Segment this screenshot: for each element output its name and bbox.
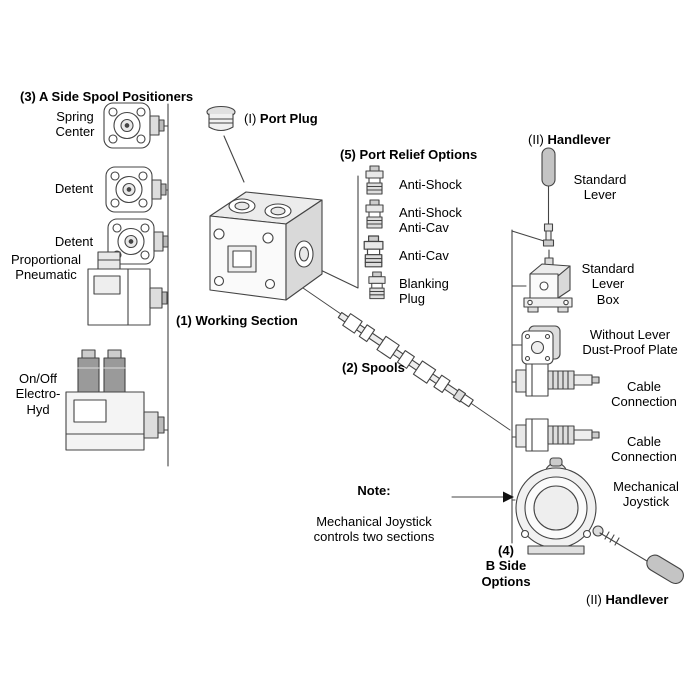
label-spring-center: Spring Center [55, 109, 95, 140]
onoff-electro-hyd-drawing [65, 349, 165, 451]
label-cable-connection-1: Cable Connection [611, 379, 677, 410]
a-side-bracket-line [157, 103, 169, 467]
port-plug-name: Port Plug [259, 111, 318, 126]
label-mechanical-joystick: Mechanical Joystick [613, 479, 679, 510]
port-plug-prefix: (I) [244, 111, 257, 126]
spring-center-drawing [103, 102, 165, 149]
relief-header: (5) Port Relief Options [340, 147, 478, 162]
mechanical-joystick-drawing [515, 457, 604, 555]
proportional-pneumatic-drawing [87, 251, 168, 326]
label-detent-1: Detent [54, 181, 94, 196]
label-handlever-bottom: (II) Handlever [586, 592, 668, 607]
label-handlever-top: (II) Handlever [528, 132, 610, 147]
handlever-top-name: Handlever [547, 132, 611, 147]
detent-1-drawing [105, 166, 167, 213]
label-onoff-electro-hyd: On/Off Electro- Hyd [15, 371, 61, 417]
label-without-lever-plate: Without Lever Dust-Proof Plate [582, 327, 678, 358]
note-body: Mechanical Joystick controls two section… [313, 513, 435, 545]
label-proportional-pneumatic: Proportional Pneumatic [10, 252, 82, 283]
label-standard-lever: Standard Lever [573, 172, 627, 203]
label-anti-shock-anti-cav: Anti-Shock Anti-Cav [399, 205, 462, 236]
relief-bracket-line [307, 175, 359, 289]
standard-lever-box-drawing [523, 249, 573, 313]
label-detent-2: Detent [54, 234, 94, 249]
label-spools: (2) Spools [342, 360, 405, 375]
handlever-bottom-prefix: (II) [586, 592, 602, 607]
anti-shock-cartridge-drawing [365, 165, 384, 195]
note-arrow [451, 491, 514, 503]
anti-shock-anti-cav-cartridge-drawing [365, 199, 384, 229]
dust-proof-plate-drawing [521, 325, 561, 365]
anti-cav-cartridge-drawing [363, 235, 384, 268]
port-plug-drawing [206, 105, 236, 132]
label-port-plug: (I) Port Plug [244, 111, 318, 126]
port-plug-leader-line [223, 135, 245, 183]
handlever-top-prefix: (II) [528, 132, 544, 147]
handlever-bottom-drawing [599, 531, 684, 585]
label-standard-lever-box: Standard Lever Box [581, 261, 635, 307]
working-section-drawing [209, 191, 323, 301]
blanking-plug-drawing [368, 271, 386, 300]
label-blanking-plug: Blanking Plug [399, 276, 449, 307]
label-cable-connection-2: Cable Connection [611, 434, 677, 465]
a-side-header: (3) A Side Spool Positioners [20, 89, 194, 104]
handlever-bottom-name: Handlever [605, 592, 669, 607]
b-side-footer: (4) B Side Options [481, 543, 531, 589]
b-side-bracket-line [511, 229, 545, 544]
label-anti-cav: Anti-Cav [399, 248, 449, 263]
cable-connection-2-drawing [515, 418, 600, 452]
spools-drawing [337, 311, 474, 408]
standard-lever-drawing [541, 147, 556, 247]
note-title: Note: [357, 483, 391, 499]
cable-connection-1-drawing [515, 363, 600, 397]
label-working-section: (1) Working Section [176, 313, 298, 328]
note: Note: Mechanical Joystick controls two s… [285, 468, 463, 560]
label-anti-shock: Anti-Shock [399, 177, 462, 192]
